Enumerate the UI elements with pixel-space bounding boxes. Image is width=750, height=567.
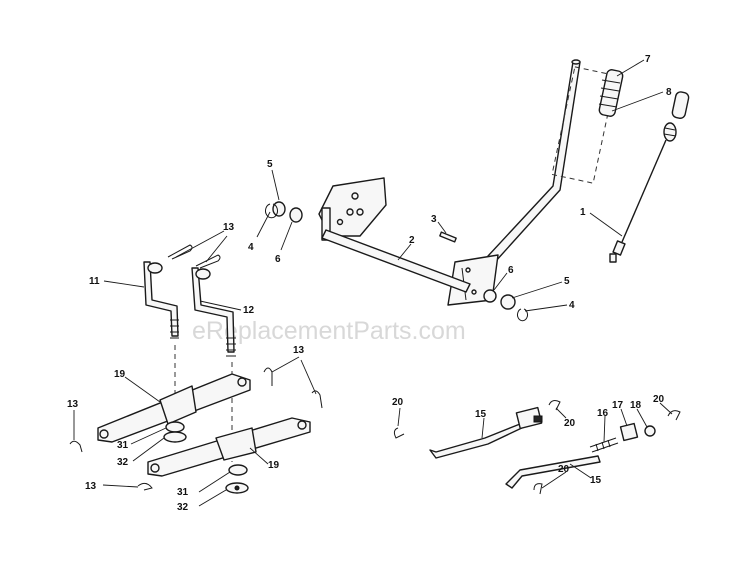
- callout-20-right: 20: [653, 394, 665, 405]
- cable-1: [609, 122, 677, 263]
- bushing-6-left: [289, 207, 303, 223]
- callout-19-upper: 19: [114, 369, 126, 380]
- clip-4-right: [517, 308, 528, 322]
- callout-20-left: 20: [392, 397, 404, 408]
- callout-20-lower: 20: [558, 464, 570, 475]
- callout-15-lower: 15: [590, 475, 602, 486]
- callout-32-upper: 32: [117, 457, 129, 468]
- hairpin-13-mid: [263, 367, 273, 386]
- callout-8: 8: [666, 87, 672, 98]
- leader-lines: [73, 59, 673, 507]
- washer-5-right: [500, 294, 516, 310]
- clip-20-lower: [533, 483, 543, 495]
- pin-3: [439, 231, 457, 243]
- hairpin-13-left: [69, 440, 83, 453]
- callout-6-right: 6: [508, 265, 514, 276]
- callout-18: 18: [630, 400, 642, 411]
- callout-13-bottom: 13: [85, 481, 97, 492]
- clip-20-left: [393, 427, 405, 439]
- bushing-6-right: [483, 289, 497, 303]
- spacer-31-upper: [165, 421, 185, 433]
- trunnion-17: [619, 422, 639, 442]
- hairpin-13-top-a: [167, 244, 193, 260]
- callout-31-upper: 31: [117, 440, 129, 451]
- callout-12: 12: [243, 305, 255, 316]
- callout-1: 1: [580, 207, 586, 218]
- hairpin-13-right: [311, 390, 323, 409]
- handle-outline-dashed: [551, 66, 617, 184]
- washer-32-lower-hole: [234, 485, 240, 491]
- clip-4-left: [265, 203, 278, 219]
- lift-arm-19-lower: [147, 417, 311, 477]
- spacer-31-lower: [228, 464, 248, 476]
- lift-lever: [447, 59, 581, 306]
- callout-4-left: 4: [248, 242, 254, 253]
- callout-6-left: 6: [275, 254, 281, 265]
- callout-19-lower: 19: [268, 460, 280, 471]
- clip-20-right: [667, 410, 681, 421]
- callout-2: 2: [409, 235, 415, 246]
- bracket-plate: [318, 177, 387, 241]
- hairpin-13-top-b: [195, 254, 221, 269]
- callout-32-lower: 32: [177, 502, 189, 513]
- hairpin-13-bottom: [137, 482, 153, 491]
- callout-31-lower: 31: [177, 487, 189, 498]
- nut-18: [644, 425, 656, 437]
- threaded-rod-16: [589, 437, 619, 453]
- callout-11: 11: [89, 276, 100, 287]
- callout-15-upper: 15: [475, 409, 487, 420]
- callout-4-right: 4: [569, 300, 575, 311]
- callout-5-right: 5: [564, 276, 570, 287]
- grip-7: [598, 69, 624, 117]
- callout-17: 17: [612, 400, 624, 411]
- link-11: [143, 261, 179, 339]
- callout-13-top: 13: [223, 222, 235, 233]
- callout-5-left: 5: [267, 159, 273, 170]
- callout-7: 7: [645, 54, 651, 65]
- shaft-2: [321, 229, 471, 293]
- watermark-text: eReplacementParts.com: [192, 317, 466, 345]
- callout-13-mid: 13: [293, 345, 305, 356]
- lift-arm-19-upper: [97, 373, 251, 443]
- rod-15-upper: [429, 406, 543, 459]
- callout-20-upper: 20: [564, 418, 576, 429]
- clip-20-upper: [548, 400, 561, 411]
- callout-16: 16: [597, 408, 609, 419]
- callout-13-left: 13: [67, 399, 79, 410]
- washer-5-left: [272, 201, 286, 217]
- knob-8: [671, 91, 690, 119]
- link-12: [191, 267, 236, 357]
- washer-32-upper: [163, 431, 187, 443]
- callout-3: 3: [431, 214, 437, 225]
- rod-15-lower: [505, 455, 601, 489]
- callout-labels: 7 8 1 5 4 6 3 2 6 5 4 13 11 12 13 19 13 …: [67, 54, 672, 513]
